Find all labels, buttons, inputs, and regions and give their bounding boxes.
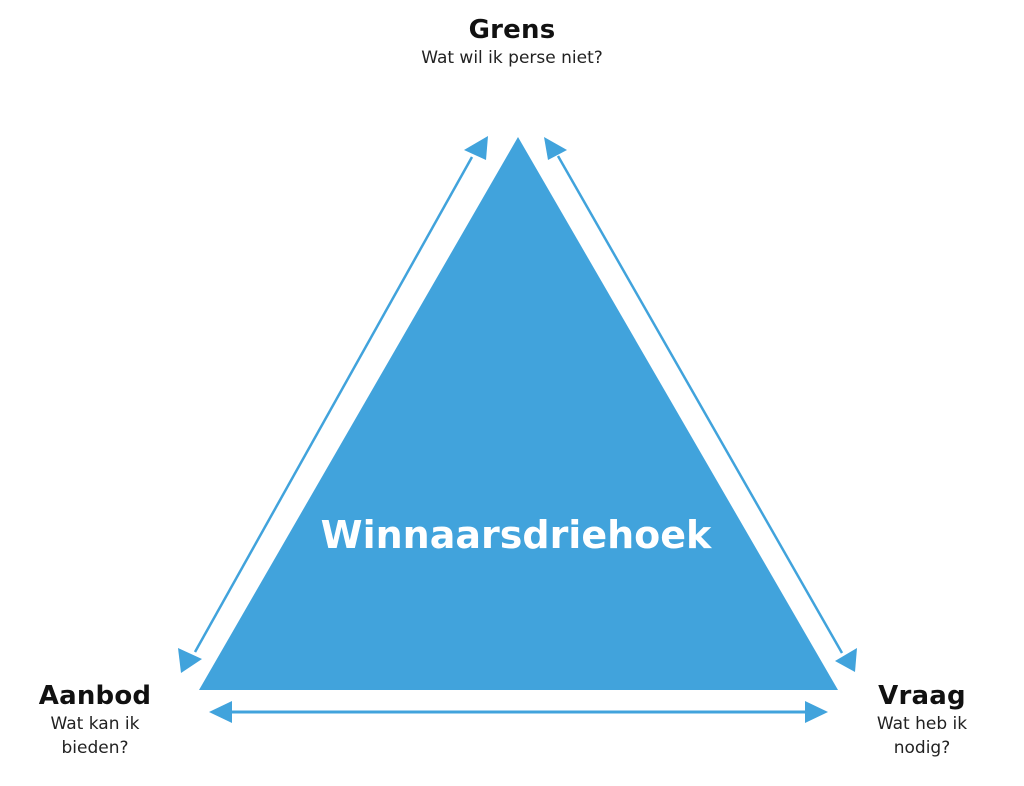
arrowhead-bottom-right (805, 701, 828, 723)
arrow-top-left (178, 136, 488, 673)
arrowhead-top-left-upper (464, 136, 488, 160)
arrowhead-bottom-left (209, 701, 232, 723)
arrowhead-top-left-lower (178, 648, 202, 673)
node-top-title: Grens (468, 15, 556, 45)
arrowhead-top-right-upper (544, 137, 567, 160)
node-left-subtitle-line2: bieden? (61, 738, 129, 758)
node-top-subtitle: Wat wil ik perse niet? (421, 48, 603, 68)
node-left-title: Aanbod (38, 681, 152, 711)
node-right-subtitle-line2: nodig? (893, 738, 951, 758)
node-left-aanbod: Aanbod Wat kan ik bieden? (25, 680, 165, 760)
node-left-subtitle-line1: Wat kan ik (50, 714, 140, 734)
node-right-subtitle-line1: Wat heb ik (876, 714, 968, 734)
center-title: Winnaarsdriehoek (321, 513, 712, 557)
node-right-title: Vraag (878, 681, 966, 711)
arrow-bottom (209, 701, 828, 723)
main-triangle (199, 137, 838, 690)
node-top-grens: Grens Wat wil ik perse niet? (362, 14, 662, 70)
arrow-top-right (544, 137, 857, 672)
arrowhead-top-right-lower (835, 648, 857, 672)
node-right-vraag: Vraag Wat heb ik nodig? (852, 680, 992, 760)
